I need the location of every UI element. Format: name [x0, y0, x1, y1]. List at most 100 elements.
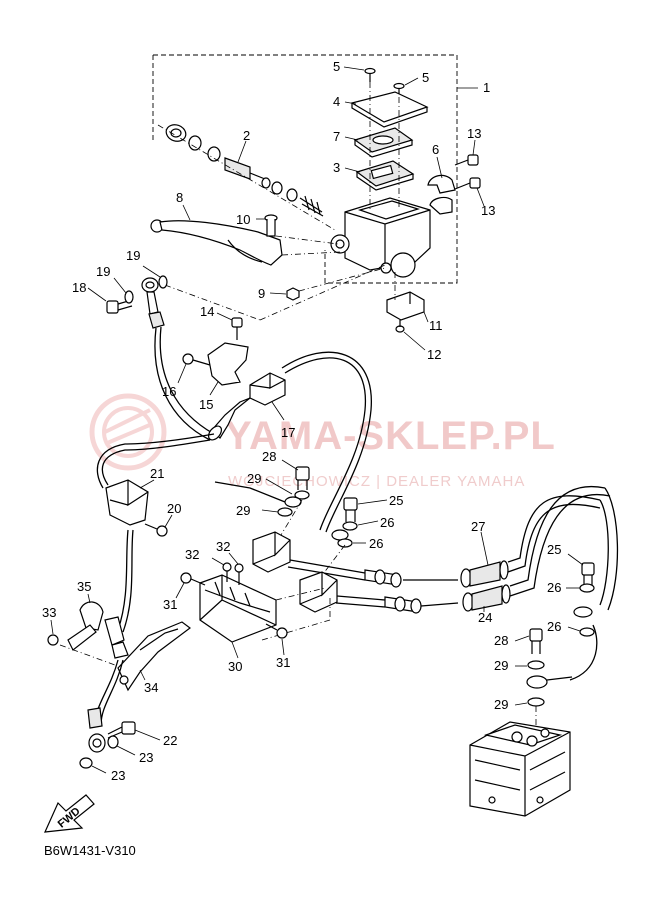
joint-holder-30: [199, 574, 277, 643]
callout-28-lower: 28: [494, 633, 508, 648]
master-cylinder-body: [330, 197, 431, 278]
callout-13-lower: 13: [481, 203, 495, 218]
union-bolt-28-upper: [295, 466, 310, 490]
callout-5-right: 5: [422, 70, 429, 85]
callout-7: 7: [333, 129, 340, 144]
watermark-brand: YAMA-SKLEP.PL: [225, 414, 556, 458]
callout-32-left: 32: [185, 547, 199, 562]
callout-24: 24: [478, 610, 492, 625]
banjo-fitting-abs: [573, 606, 593, 618]
diagram-code: B6W1431-V310: [44, 843, 136, 858]
master-cylinder-assembly: [150, 54, 485, 351]
callout-18: 18: [72, 280, 86, 295]
hose-end-lower: [384, 596, 459, 614]
watermark: YAMA-SKLEP.PL WOJCIECHOWICZ | DEALER YAM…: [89, 393, 556, 490]
callout-16: 16: [162, 384, 176, 399]
callout-26-b: 26: [369, 536, 383, 551]
callout-5-left: 5: [333, 59, 340, 74]
reservoir-cap: [350, 91, 429, 123]
callout-21: 21: [150, 466, 164, 481]
brake-hose-3: [101, 439, 211, 486]
watermark-logo: [89, 393, 167, 471]
washer-29-a: [294, 490, 310, 500]
callout-2: 2: [243, 128, 250, 143]
washer-26-c: [579, 583, 595, 593]
callout-32-right: 32: [216, 539, 230, 554]
hose-holder: [207, 342, 249, 386]
upper-banjo-fitting: [141, 277, 165, 329]
callout-20: 20: [167, 501, 181, 516]
callout-33: 33: [42, 605, 56, 620]
callout-9: 9: [258, 286, 265, 301]
banjo-fitting-left: [214, 481, 302, 508]
callout-25-lower: 25: [547, 542, 561, 557]
brake-hose-4: [117, 529, 129, 631]
left-hose-area: [96, 433, 215, 633]
watermark-subline: WOJCIECHOWICZ | DEALER YAMAHA: [228, 473, 525, 490]
washer-23-upper: [107, 735, 119, 749]
callout-29-a: 29: [247, 471, 261, 486]
union-bolt-25-lower: [581, 562, 595, 586]
callout-4: 4: [333, 94, 340, 109]
callout-1: 1: [483, 80, 490, 95]
union-bolt-25-upper: [343, 497, 358, 522]
holder-bracket: [427, 174, 456, 215]
washer-29-b: [277, 507, 293, 517]
callout-8: 8: [176, 190, 183, 205]
screw-32-left: [222, 562, 232, 582]
washer-29-d: [527, 697, 545, 707]
callout-28-upper: 28: [262, 449, 276, 464]
joint-block-right: [299, 571, 386, 613]
bolt-31-right: [265, 623, 288, 639]
callout-14: 14: [200, 304, 214, 319]
hose-bracket-21: [105, 479, 149, 526]
joint-holder-area: [175, 531, 386, 659]
nut: [286, 287, 300, 301]
callout-34: 34: [144, 680, 158, 695]
callout-10: 10: [236, 212, 250, 227]
callout-29-d: 29: [494, 697, 508, 712]
lower-left-parts: [47, 593, 191, 774]
upper-hose-area: [87, 264, 386, 441]
bolt-33: [47, 634, 59, 646]
banjo-fitting-right: [331, 529, 353, 548]
abs-hydraulic-unit: [469, 721, 571, 817]
callout-19-right: 19: [126, 248, 140, 263]
abs-hoses: [364, 485, 619, 681]
callout-27: 27: [471, 519, 485, 534]
callout-13-upper: 13: [467, 126, 481, 141]
center-fittings: [214, 459, 388, 579]
brake-hose-1: [154, 327, 211, 441]
callout-22: 22: [163, 733, 177, 748]
washer-26-a: [342, 521, 358, 531]
screw-5-left: [364, 67, 376, 82]
hose-joint-area: [177, 312, 372, 533]
hose-end-upper: [364, 569, 458, 588]
brake-switch: [386, 291, 425, 321]
bracket-34: [117, 621, 191, 692]
washer-29-c: [527, 660, 545, 670]
callout-12: 12: [427, 347, 441, 362]
bolt-16: [182, 353, 211, 366]
callout-3: 3: [333, 160, 340, 175]
callout-26-d: 26: [547, 619, 561, 634]
washer-19-right: [158, 275, 168, 289]
callout-15: 15: [199, 397, 213, 412]
brake-hose-2: [284, 357, 367, 531]
callout-23-lower: 23: [111, 768, 125, 783]
callout-30: 30: [228, 659, 242, 674]
callout-labels: 1 2 3 4 5 5 6 7 8 9 10 11 12 13 13 14 15…: [42, 59, 561, 783]
callout-11: 11: [429, 318, 443, 333]
joint-block-left: [252, 531, 366, 581]
bolt-20: [144, 523, 168, 537]
brake-hose-27: [460, 495, 601, 588]
callout-26-a: 26: [380, 515, 394, 530]
union-bolt-18: [106, 299, 133, 314]
callout-23-upper: 23: [139, 750, 153, 765]
union-bolt-22: [107, 721, 136, 739]
brake-lever: [150, 219, 283, 266]
bolt-13-lower: [454, 177, 481, 190]
washer-19-left: [124, 290, 134, 304]
hose-clamp-35: [67, 601, 104, 651]
